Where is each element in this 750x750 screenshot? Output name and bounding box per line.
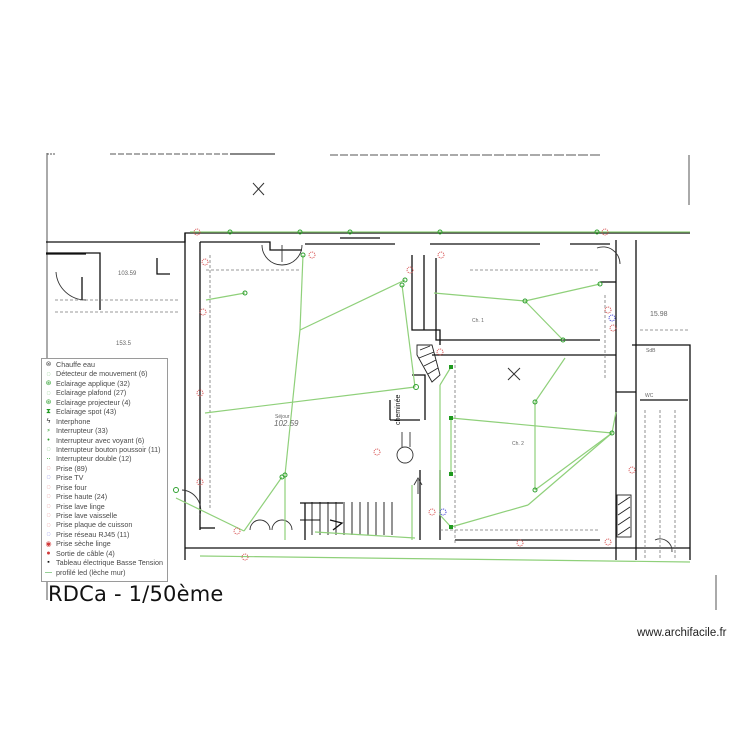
dryer-socket-icon: ◉ (45, 540, 52, 548)
legend-item-label: Eclairage spot (43) (56, 407, 117, 417)
tv-socket-icon: ◌ (46, 474, 51, 482)
svg-text:cheminée: cheminée (395, 395, 402, 425)
room-labels: Séjour 102.59 103.59 153.5 Ch. 1 Ch. 2 1… (116, 271, 668, 447)
rj45-socket-icon: ◌ (46, 531, 51, 539)
legend-item: ▪ Tableau électrique Basse Tension (44, 558, 167, 567)
svg-text:Séjour: Séjour (275, 414, 290, 420)
legend-item: ⋅⋅ Interrupteur double (12) (44, 454, 167, 463)
legend-item: ⧗ Eclairage spot (43) (44, 407, 167, 416)
motion-detector-icon: ◌ (46, 370, 51, 378)
legend-item: ◌ Prise (89) (44, 464, 167, 473)
double-switch-icon: ⋅⋅ (46, 455, 51, 463)
legend-item-label: Détecteur de mouvement (6) (56, 369, 148, 379)
legend-item-label: Prise plaque de cuisson (56, 520, 133, 530)
intercom-icon: ϟ (46, 417, 51, 425)
walls (46, 232, 691, 560)
legend-item: ◌ Détecteur de mouvement (6) (44, 369, 167, 378)
legend-item: ◌ Prise lave linge (44, 502, 167, 511)
legend-item: ◌ Prise lave vaisselle (44, 511, 167, 520)
legend-item-label: Prise lave vaisselle (56, 511, 118, 520)
legend-item-label: Prise four (56, 482, 87, 492)
legend-item: ϟ Interphone (44, 417, 167, 426)
water-heater-icon: ⊗ (45, 361, 52, 369)
legend-panel: ⊗Chauffe eau◌Détecteur de mouvement (6)⊛… (41, 358, 168, 582)
legend-item-label: profilé led (lèche mur) (56, 567, 126, 577)
svg-text:103.59: 103.59 (118, 271, 137, 277)
socket-markers (193, 228, 636, 561)
credit-link[interactable]: www.archifacile.fr (637, 627, 727, 639)
spotlight-projector-icon: ⊛ (45, 398, 52, 406)
legend-item: ◌ Prise four (44, 483, 167, 492)
x-marker (252, 182, 521, 381)
legend-item-label: Interphone (56, 416, 91, 426)
svg-text:SdB: SdB (646, 348, 656, 354)
legend-item: ◌ Prise haute (24) (44, 492, 167, 501)
dashed-walls (55, 255, 688, 560)
legend-item: ◌ Prise plaque de cuisson (44, 520, 167, 529)
legend-item-label: Interrupteur double (12) (56, 454, 132, 464)
cable-outlet-icon: ● (46, 549, 51, 557)
electrical-panel-icon: ▪ (47, 559, 50, 567)
legend-item: ⊛ Eclairage projecteur (4) (44, 398, 167, 407)
wall-light-icon: ⊛ (45, 380, 52, 388)
legend-item: ◌ Eclairage plafond (27) (44, 388, 167, 397)
switch-icon: ⸗ (47, 427, 50, 435)
legend-item-label: Interrupteur bouton poussoir (11) (56, 444, 161, 454)
legend-item: ◌ Interrupteur bouton poussoir (11) (44, 445, 167, 454)
hatched-area (416, 344, 632, 538)
switch-indicator-icon: • (47, 436, 50, 444)
svg-text:15.98: 15.98 (650, 311, 668, 318)
oven-socket-icon: ◌ (46, 483, 51, 491)
plan-title: RDCa - 1/50ème (48, 582, 224, 606)
high-socket-icon: ◌ (46, 493, 51, 501)
legend-item-label: Prise lave linge (56, 501, 105, 511)
legend-item: — profilé led (lèche mur) (44, 568, 167, 577)
legend-item-label: Prise haute (24) (56, 492, 108, 502)
legend-item-label: Prise (89) (56, 463, 88, 473)
ceiling-light-icon: ◌ (46, 389, 51, 397)
legend-item-label: Interrupteur avec voyant (6) (56, 435, 145, 445)
switch-markers (173, 229, 615, 493)
led-profile-icon: — (45, 568, 52, 576)
svg-text:WC: WC (645, 393, 654, 399)
spot-light-markers (449, 365, 453, 529)
legend-item-label: Eclairage projecteur (4) (56, 397, 131, 407)
legend-item: ⊗ Chauffe eau (44, 360, 167, 369)
legend-item-label: Sortie de câble (4) (56, 548, 115, 558)
legend-item: ● Sortie de câble (4) (44, 549, 167, 558)
svg-text:102.59: 102.59 (274, 419, 299, 428)
legend-item-label: Chauffe eau (56, 360, 96, 369)
legend-item: ◌ Prise réseau RJ45 (11) (44, 530, 167, 539)
push-button-switch-icon: ◌ (46, 446, 51, 454)
spot-light-icon: ⧗ (46, 408, 51, 416)
legend-item: ⸗ Interrupteur (33) (44, 426, 167, 435)
legend-item-label: Interrupteur (33) (56, 426, 108, 436)
socket-icon: ◌ (46, 465, 51, 473)
svg-text:153.5: 153.5 (116, 341, 132, 347)
legend-item-label: Eclairage applique (32) (56, 378, 130, 388)
legend-item: ◉ Prise sèche linge (44, 539, 167, 548)
led-profile-lines (175, 231, 691, 563)
legend-item: • Interrupteur avec voyant (6) (44, 436, 167, 445)
washing-machine-socket-icon: ◌ (46, 502, 51, 510)
legend-item-label: Prise sèche linge (56, 539, 111, 549)
network-socket-markers (439, 314, 616, 516)
legend-item: ◌ Prise TV (44, 473, 167, 482)
svg-text:Ch. 1: Ch. 1 (472, 318, 484, 324)
dishwasher-socket-icon: ◌ (46, 512, 51, 520)
legend-item-label: Tableau électrique Basse Tension (56, 558, 163, 568)
cooktop-socket-icon: ◌ (46, 521, 51, 529)
svg-text:Ch. 2: Ch. 2 (512, 441, 524, 447)
legend-item-label: Eclairage plafond (27) (56, 388, 127, 398)
legend-item: ⊛ Eclairage applique (32) (44, 379, 167, 388)
legend-item-label: Prise TV (56, 473, 84, 483)
legend-item-label: Prise réseau RJ45 (11) (56, 529, 130, 539)
door-swings (55, 244, 673, 553)
